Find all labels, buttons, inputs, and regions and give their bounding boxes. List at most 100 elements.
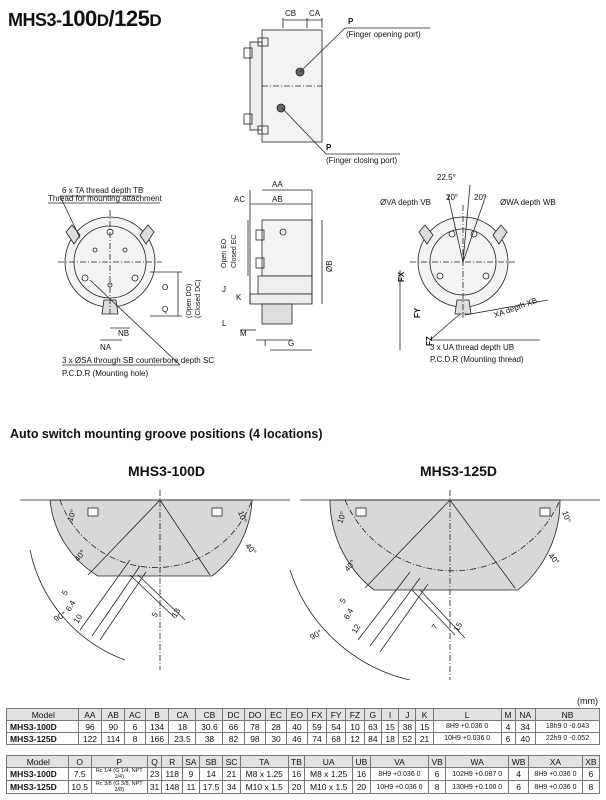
table-cell: 18h9 0 -0.043 xyxy=(534,720,601,733)
ta-sub: Thread for mounting attachment xyxy=(48,194,163,203)
groove-100-angle-5: 90° xyxy=(53,610,68,624)
table-header-cell: EO xyxy=(285,708,308,721)
table-header-cell: WA xyxy=(445,755,510,768)
table-cell: 84 xyxy=(363,732,382,745)
groove-100-body xyxy=(20,490,290,670)
table-cell: 18 xyxy=(380,732,400,745)
rear-angle-left: 20° xyxy=(446,193,458,202)
table-header-cell: VB xyxy=(428,755,447,768)
table-cell: 90 xyxy=(101,720,126,733)
table-cell: MHS3-125D xyxy=(6,732,79,745)
unit-label: (mm) xyxy=(577,696,598,706)
table-cell: 40 xyxy=(514,732,536,745)
groove-diagrams: 10° 10° 40° 40° 90° 5 6.4 10 5 13 10° 10… xyxy=(20,490,600,680)
table-header-cell: FY xyxy=(326,708,347,721)
table-cell: MHS3-100D xyxy=(6,720,79,733)
groove-100-dim-4: 5 xyxy=(150,610,160,619)
table-header-cell: CB xyxy=(195,708,224,721)
table-cell: 11 xyxy=(181,780,200,794)
dimension-table-1: Model AA AB AC B CA CB DC DO EC EO FX FY… xyxy=(6,708,601,745)
table-cell: 4 xyxy=(500,720,516,733)
table-header-cell: J xyxy=(398,708,417,721)
groove-125-angle-5: 90° xyxy=(309,628,324,642)
groove-100-angle-2: 10° xyxy=(236,510,249,524)
front-label-q: Q xyxy=(162,305,168,314)
table-cell: 8H9 +0.036 0 xyxy=(432,720,502,733)
ta-note: 6 x TA thread depth TB xyxy=(62,186,143,195)
table-cell: 6 xyxy=(508,780,530,794)
table-header-cell: DC xyxy=(222,708,245,721)
va-note: ØVA depth VB xyxy=(380,198,431,207)
groove-125-dim-3: 12 xyxy=(350,622,363,635)
table-cell: MHS3-100D xyxy=(6,767,69,781)
table-cell: 9 xyxy=(181,767,200,781)
groove-100-title: MHS3-100D xyxy=(128,463,206,479)
table-header-cell: AB xyxy=(101,708,126,721)
table-cell: 59 xyxy=(306,720,328,733)
table-header-cell: UB xyxy=(352,755,371,768)
table-row: MHS3-125D 122 114 8 166 23.5 38 82 98 30… xyxy=(6,732,601,745)
table-cell: 30.6 xyxy=(195,720,224,733)
table-header-cell: NB xyxy=(534,708,601,721)
wa-note: ØWA depth WB xyxy=(500,198,556,207)
table-cell: 16 xyxy=(287,767,306,781)
table-cell: 10H9 +0.036 0 xyxy=(369,780,430,794)
table-cell: 134 xyxy=(144,720,170,733)
table-cell: 63 xyxy=(363,720,382,733)
groove-100-angle-4: 40° xyxy=(243,542,258,557)
table-cell: 8 xyxy=(581,780,601,794)
table-cell: 148 xyxy=(161,780,183,794)
table-cell: M10 x 1.5 xyxy=(304,780,354,794)
table-cell: 10H9 +0.036 0 xyxy=(432,732,502,745)
table-header-row: Model O P Q R SA SB SC TA TB UA UB VA VB… xyxy=(6,755,601,768)
dim-ca: CA xyxy=(309,9,321,18)
table-cell: 52 xyxy=(398,732,417,745)
table-cell: 31 xyxy=(146,780,163,794)
rear-label-fy: FY xyxy=(413,307,422,318)
table-cell: Rc 3/8 (G 3/8, NPT 3/8) xyxy=(90,780,148,794)
groove-125-dim-5: 15 xyxy=(452,620,465,633)
pcd-note-front: P.C.D.R (Mounting hole) xyxy=(62,369,148,378)
table-header-cell: UA xyxy=(304,755,354,768)
table-cell: 38 xyxy=(398,720,417,733)
front-label-dc: (Closed DC) xyxy=(195,279,202,318)
table-cell: 10 xyxy=(345,720,365,733)
table-cell: 8H9 +0.036 0 xyxy=(528,767,583,781)
table-cell: M8 x 1.25 xyxy=(239,767,289,781)
groove-125-dim-4: 7 xyxy=(430,622,440,631)
table-row: MHS3-100D 96 90 6 134 18 30.6 66 78 28 4… xyxy=(6,720,601,733)
table-header-cell: P xyxy=(90,755,148,768)
port-p-top: P xyxy=(348,17,354,26)
groove-125-title: MHS3-125D xyxy=(420,463,498,479)
table-cell: 66 xyxy=(222,720,245,733)
table-cell: 10.5 xyxy=(67,780,92,794)
groove-100-dim-1: 5 xyxy=(60,588,70,597)
table-header-cell: Model xyxy=(6,708,79,721)
table-cell: 20 xyxy=(287,780,306,794)
table-cell: 34 xyxy=(222,780,241,794)
groove-125-dim-2: 6.4 xyxy=(342,606,356,621)
table-header-cell: DO xyxy=(243,708,267,721)
table-cell: 38 xyxy=(195,732,224,745)
table-cell: 18 xyxy=(168,720,197,733)
table-header-cell: TA xyxy=(239,755,289,768)
table-header-cell: NA xyxy=(514,708,536,721)
groove-100-dim-3: 10 xyxy=(72,612,85,625)
side-label-l: L xyxy=(222,319,227,328)
table-cell: 4 xyxy=(508,767,530,781)
table-cell: 8H9 +0.036 0 xyxy=(528,780,583,794)
table-cell: 21 xyxy=(415,732,434,745)
table-header-cell: G xyxy=(363,708,382,721)
table-cell: 54 xyxy=(326,720,347,733)
table-cell: 34 xyxy=(514,720,536,733)
table-header-cell: XB xyxy=(581,755,601,768)
table-cell: 114 xyxy=(101,732,126,745)
table-cell: 12 xyxy=(345,732,365,745)
groove-125-angle-1: 10° xyxy=(335,510,348,524)
table-cell: 68 xyxy=(326,732,347,745)
table-cell: 14 xyxy=(198,767,224,781)
table-cell: 46 xyxy=(285,732,308,745)
table-header-cell: L xyxy=(432,708,502,721)
table-cell: 21 xyxy=(222,767,241,781)
side-label-b: ØB xyxy=(325,260,334,272)
